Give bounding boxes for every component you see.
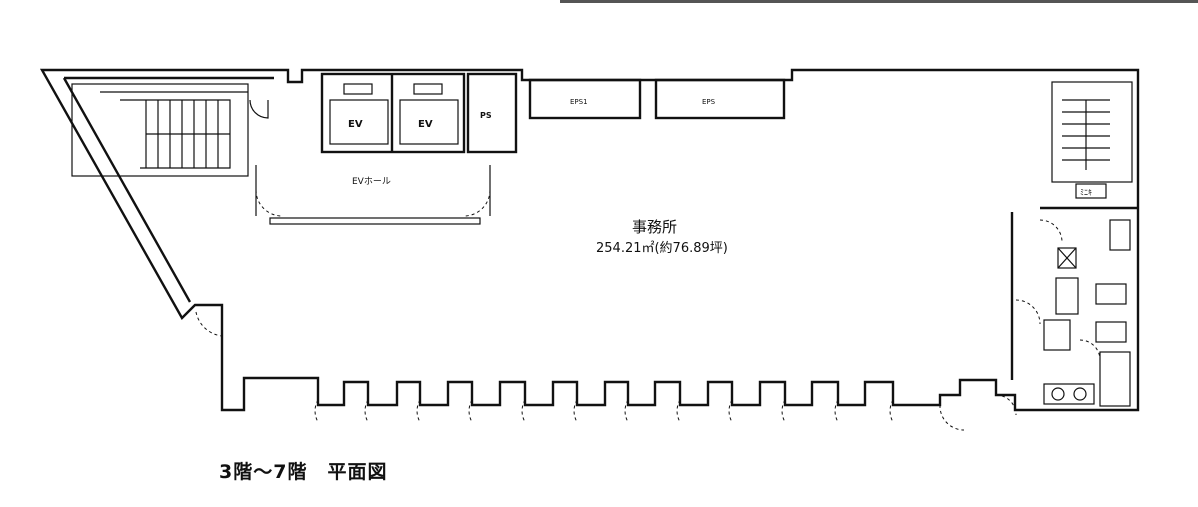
ev2-label: EV <box>418 119 433 130</box>
eps-rooms <box>528 78 786 120</box>
office-name: 事務所 <box>632 218 677 236</box>
elevator-block <box>320 72 518 154</box>
ev-hall <box>255 165 491 225</box>
outer-walls <box>39 68 1140 412</box>
office-area: 254.21㎡(約76.89坪) <box>596 241 728 256</box>
eps2-label: EPS <box>702 98 716 106</box>
kitchen-label: ﾐﾆｷ <box>1080 188 1092 197</box>
ps-label: PS <box>480 111 492 120</box>
floor-plan-title: 3階～7階 平面図 <box>219 461 388 483</box>
ev-hall-label: EVホール <box>352 176 391 187</box>
left-stair <box>71 83 269 177</box>
ev1-label: EV <box>348 119 363 130</box>
right-core <box>1010 81 1138 407</box>
scan-edge-line <box>560 0 1198 3</box>
eps1-label: EPS1 <box>570 98 588 106</box>
window-swings <box>195 311 1017 431</box>
